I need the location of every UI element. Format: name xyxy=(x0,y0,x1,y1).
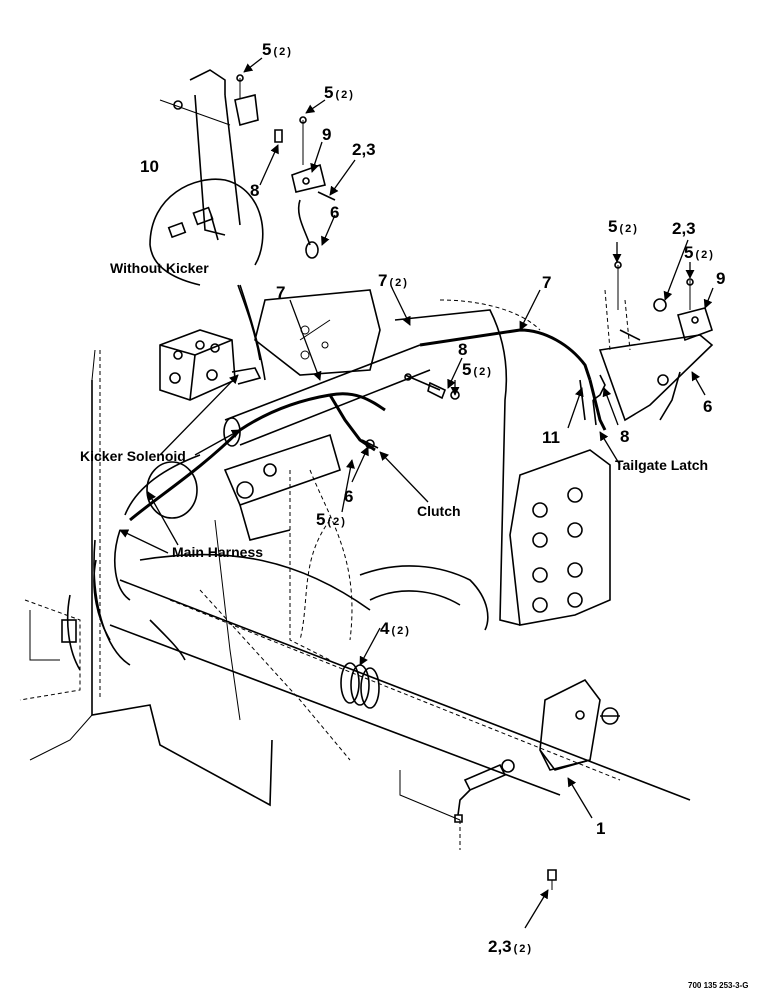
callout-5-right: 5(2) xyxy=(608,217,639,236)
callout-11: 11 xyxy=(542,428,560,447)
leader-lines xyxy=(119,57,714,929)
callout-7-left: 7 xyxy=(276,283,285,302)
callout-6-top: 6 xyxy=(330,203,339,222)
sensor-lower xyxy=(454,759,515,850)
label-clutch: Clutch xyxy=(417,503,461,519)
callout-10: 10 xyxy=(140,157,159,176)
callout-2-3-bottom: 2,3(2) xyxy=(488,937,533,956)
callout-2-3-top: 2,3 xyxy=(352,140,376,159)
label-kicker-solenoid: Kicker Solenoid xyxy=(80,448,186,464)
callout-6-right: 6 xyxy=(703,397,712,416)
callout-2-3-right: 2,3 xyxy=(672,219,696,238)
right-bracket-assembly xyxy=(579,261,714,426)
callout-1: 1 xyxy=(596,819,605,838)
callout-8-top: 8 xyxy=(250,181,259,200)
callout-9-top: 9 xyxy=(322,125,331,144)
callout-4: 4(2) xyxy=(380,619,411,638)
mid-small-parts xyxy=(361,373,460,449)
callout-5-low: 5(2) xyxy=(316,510,347,529)
top-bracket-assembly xyxy=(159,69,336,259)
bracket-item-1 xyxy=(539,678,620,771)
without-kicker-detail xyxy=(149,178,264,361)
callout-8-mid: 8 xyxy=(458,340,467,359)
kicker-solenoid-valve xyxy=(159,329,262,401)
callout-5-top: 5(2) xyxy=(262,40,293,59)
drawing-code: 700 135 253-3-G xyxy=(688,981,749,990)
callout-5-top-second: 5(2) xyxy=(324,83,355,102)
label-tailgate-latch: Tailgate Latch xyxy=(615,457,708,473)
callouts: 5(2) 5(2) 9 2,3 8 6 10 Without Kicker 7 … xyxy=(80,40,749,990)
frame-linework xyxy=(19,289,691,890)
callout-7-mid: 7(2) xyxy=(378,271,409,290)
main-harness-lines xyxy=(129,284,681,522)
callout-6-mid: 6 xyxy=(344,487,353,506)
callout-5-mid: 5(2) xyxy=(462,360,493,379)
label-main-harness: Main Harness xyxy=(172,544,263,560)
label-without-kicker: Without Kicker xyxy=(110,260,209,276)
callout-9-right: 9 xyxy=(716,269,725,288)
callout-7-right: 7 xyxy=(542,273,551,292)
spring-item-4 xyxy=(340,662,380,709)
callout-8-right: 8 xyxy=(620,427,629,446)
callout-5-right-second: 5(2) xyxy=(684,243,715,262)
